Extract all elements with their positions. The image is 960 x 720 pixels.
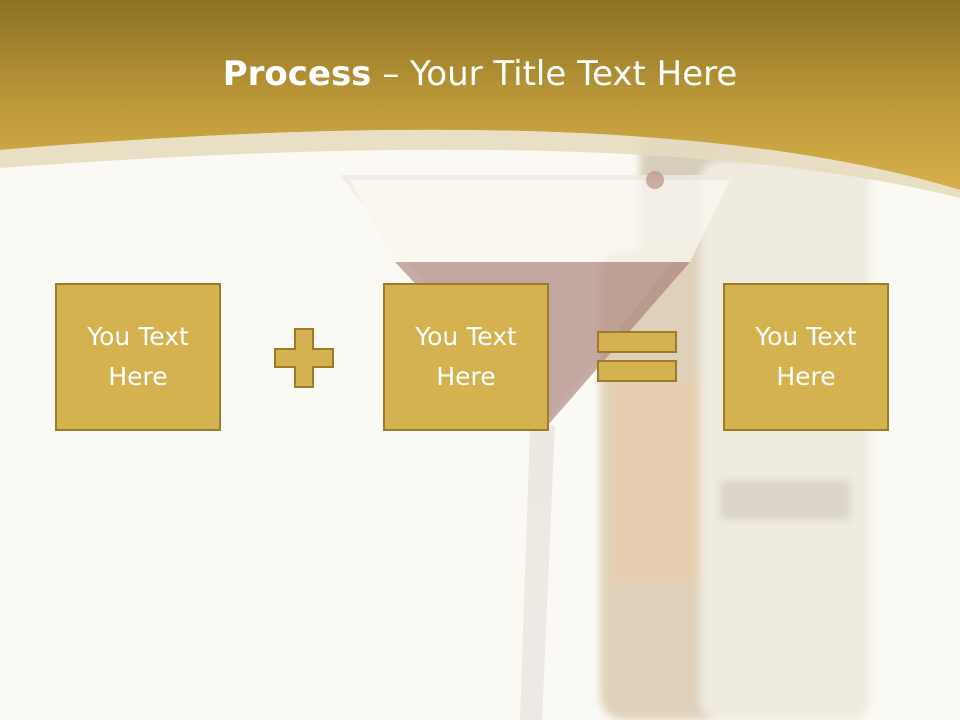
text-box-3-label: You Text Here [755, 322, 857, 391]
equals-icon [597, 331, 677, 382]
text-box-3[interactable]: You Text Here [723, 283, 889, 431]
plus-icon [274, 328, 334, 388]
slide-title: Process – Your Title Text Here [0, 52, 960, 96]
title-bold: Process [222, 54, 372, 94]
text-box-1-label: You Text Here [87, 322, 189, 391]
text-box-1[interactable]: You Text Here [55, 283, 221, 431]
text-box-2[interactable]: You Text Here [383, 283, 549, 431]
text-box-2-label: You Text Here [415, 322, 517, 391]
title-rest: – Your Title Text Here [371, 54, 738, 94]
